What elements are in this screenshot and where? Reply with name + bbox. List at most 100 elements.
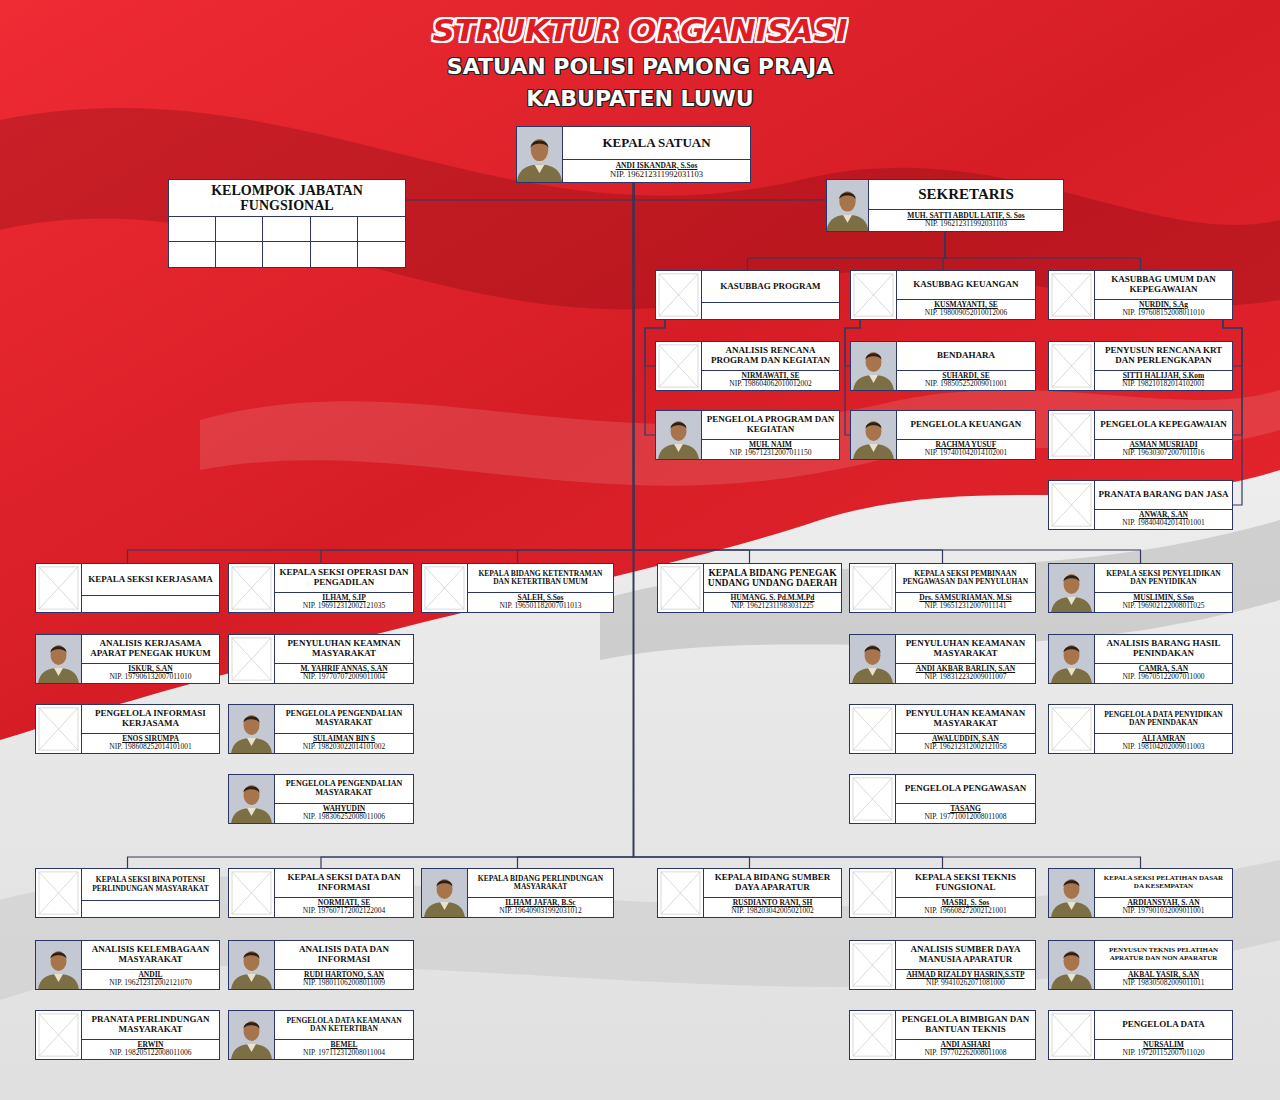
position-title: KEPALA SEKSI OPERASI DAN PENGADILAN bbox=[278, 568, 410, 587]
position-box: KEPALA SEKSI OPERASI DAN PENGADILANILHAM… bbox=[228, 563, 414, 613]
portrait-photo bbox=[827, 180, 868, 231]
position-box: ANALISIS BARANG HASIL PENINDAKANCAMRA, S… bbox=[1048, 634, 1233, 684]
photo-placeholder bbox=[658, 869, 703, 917]
position-box: PENGELOLA BIMBIGAN DAN BANTUAN TEKNISAND… bbox=[849, 1010, 1036, 1060]
position-box: PENGELOLA PROGRAM DAN KEGIATANMUH. NAIMN… bbox=[655, 410, 840, 460]
position-title: PENGELOLA PENGENDALIAN MASYARAKAT bbox=[278, 780, 410, 797]
position-title: KASUBBAG UMUM DAN KEPEGAWAIAN bbox=[1098, 275, 1229, 294]
position-box: KEPALA SEKSI PENYELIDIKAN DAN PENYIDIKAN… bbox=[1048, 563, 1233, 613]
nip-number: NIP. 198312232009011007 bbox=[898, 673, 1033, 682]
nip-number: NIP. 196902122008011025 bbox=[1097, 602, 1230, 611]
person-name: ANDI ASHARI bbox=[898, 1041, 1033, 1050]
position-box: KEPALA SEKSI BINA POTENSI PERLINDUNGAN M… bbox=[35, 868, 220, 918]
portrait-photo bbox=[229, 705, 274, 753]
person-name: SUHARDI, SE bbox=[899, 372, 1033, 381]
nip-number: NIP. 198305082009011011 bbox=[1097, 979, 1230, 988]
position-title: KASUBBAG KEUANGAN bbox=[913, 280, 1018, 290]
position-title: KEPALA SEKSI PELATIHAN DASAR DA KESEMPAT… bbox=[1098, 875, 1229, 890]
nip-number: NIP. 198011062008011009 bbox=[277, 979, 411, 988]
position-title: KASUBBAG PROGRAM bbox=[720, 282, 820, 292]
position-box: PENYUSUN RENCANA KRT DAN PERLENGKAPANSIT… bbox=[1048, 341, 1233, 391]
position-title: KEPALA BIDANG PENEGAK UNDANG UNDANG DAER… bbox=[707, 568, 838, 589]
position-title: KEPALA BIDANG KETENTRAMAN DAN KETERTIBAN… bbox=[471, 570, 610, 586]
person-name: NORMIATI, SE bbox=[277, 899, 411, 908]
nip-number: NIP. 197401042014102001 bbox=[899, 449, 1033, 458]
photo-placeholder bbox=[36, 705, 81, 753]
position-box: KEPALA SEKSI TEKNIS FUNGSIONALMASRI, S. … bbox=[849, 868, 1036, 918]
photo-placeholder bbox=[229, 564, 274, 612]
portrait-photo bbox=[1049, 941, 1094, 989]
position-box: ANALISIS KELEMBAGAAN MASYARAKATANDILNIP.… bbox=[35, 940, 220, 990]
nip-number: NIP. 197608152008011010 bbox=[1097, 309, 1230, 318]
person-name: SULAIMAN BIN S bbox=[277, 735, 411, 744]
nip-number: NIP. 198306252008011006 bbox=[277, 813, 411, 822]
group-box: KELOMPOK JABATAN FUNGSIONAL bbox=[168, 179, 406, 268]
position-title: PENGELOLA PENGENDALIAN MASYARAKAT bbox=[278, 710, 410, 727]
nip-number: NIP. 196501182007011013 bbox=[470, 602, 611, 611]
portrait-photo bbox=[1049, 635, 1094, 683]
person-name: RACHMA YUSUF bbox=[899, 441, 1033, 450]
photo-placeholder bbox=[1049, 705, 1094, 753]
person-name: NURSALIM bbox=[1097, 1041, 1230, 1050]
photo-placeholder bbox=[658, 564, 703, 612]
org-connector bbox=[945, 232, 1141, 270]
subtitle: SATUAN POLISI PAMONG PRAJA bbox=[0, 54, 1280, 79]
person-name: Drs. SAMSURIAMAN. M.Si bbox=[898, 594, 1033, 603]
nip-number: NIP. 198604062010012002 bbox=[704, 380, 837, 389]
photo-placeholder bbox=[656, 342, 701, 390]
person-name: SALEH, S.Sos bbox=[470, 594, 611, 603]
portrait-photo bbox=[229, 941, 274, 989]
position-box: ANALISIS DATA DAN INFORMASIRUDI HARTONO,… bbox=[228, 940, 414, 990]
nip-number: NIP. 197607172002122004 bbox=[277, 907, 411, 916]
portrait-photo bbox=[229, 775, 274, 823]
position-box: KEPALA BIDANG KETENTRAMAN DAN KETERTIBAN… bbox=[421, 563, 614, 613]
person-name: MASRI, S. Sos bbox=[898, 899, 1033, 908]
photo-placeholder bbox=[1049, 342, 1094, 390]
person-name: ASMAN MUSRIADI bbox=[1097, 441, 1230, 450]
position-title: PENYULUHAN KEAMANAN MASYARAKAT bbox=[899, 709, 1032, 728]
position-title: PENYUSUN RENCANA KRT DAN PERLENGKAPAN bbox=[1098, 346, 1229, 365]
position-box: BENDAHARASUHARDI, SENIP. 198505252009011… bbox=[850, 341, 1036, 391]
position-box: PENGELOLA DATA KEAMANAN DAN KETERTIBAN BE… bbox=[228, 1010, 414, 1060]
org-connector bbox=[321, 183, 634, 868]
chart-title: STRUKTUR ORGANISASI bbox=[0, 12, 1280, 48]
position-title: PENGELOLA DATA bbox=[1122, 1020, 1204, 1030]
position-title: ANALISIS DATA DAN INFORMASI bbox=[278, 945, 410, 964]
position-title: ANALISIS KERJASAMA APARAT PENEGAK HUKUM bbox=[85, 639, 216, 658]
photo-placeholder bbox=[656, 271, 701, 319]
position-title: KEPALA SEKSI DATA DAN INFORMASI bbox=[278, 873, 410, 892]
person-name: RUSDIANTO RANI, SH bbox=[706, 899, 839, 908]
position-title: PENGELOLA DATA KEAMANAN DAN KETERTIBAN bbox=[278, 1017, 410, 1033]
position-box: PENGELOLA KEUANGANRACHMA YUSUFNIP. 19740… bbox=[850, 410, 1036, 460]
person-name: ARDIANSYAH, S. AN bbox=[1097, 899, 1230, 908]
org-connector bbox=[634, 183, 1141, 563]
person-name: ILHAM JAFAR, B.Sc bbox=[470, 899, 611, 908]
photo-placeholder bbox=[850, 564, 895, 612]
nip-number: NIP. 198203042005021002 bbox=[706, 907, 839, 916]
nip-number: NIP. 197201152007011020 bbox=[1097, 1049, 1230, 1058]
nip-number: NIP. 198009052010012006 bbox=[899, 309, 1033, 318]
position-title: ANALISIS SUMBER DAYA MANUSIA APARATUR bbox=[899, 945, 1032, 964]
portrait-photo bbox=[229, 1011, 274, 1059]
person-name: NIRMAWATI, SE bbox=[704, 372, 837, 381]
person-name: KUSMAYANTI, SE bbox=[899, 301, 1033, 310]
position-title: PRANATA PERLINDUNGAN MASYARAKAT bbox=[85, 1015, 216, 1034]
photo-placeholder bbox=[850, 705, 895, 753]
position-title: KEPALA SEKSI KERJASAMA bbox=[88, 575, 212, 585]
person-name: BEMEL bbox=[277, 1041, 411, 1050]
position-title: ANALISIS BARANG HASIL PENINDAKAN bbox=[1098, 639, 1229, 658]
person-name: ENOS SIRUMPA bbox=[84, 735, 217, 744]
nip-number: NIP. 196512312007011141 bbox=[898, 602, 1033, 611]
org-connector bbox=[634, 183, 1141, 868]
person-name: ANDIL bbox=[84, 971, 217, 980]
subtitle: KABUPATEN LUWU bbox=[0, 86, 1280, 111]
person-name: WAHYUDIN bbox=[277, 805, 411, 814]
group-title: KELOMPOK JABATAN FUNGSIONAL bbox=[173, 183, 401, 213]
nip-number: NIP. 198205122008011006 bbox=[84, 1049, 217, 1058]
position-title: KEPALA SEKSI PENYELIDIKAN DAN PENYIDIKAN bbox=[1098, 570, 1229, 586]
org-connector bbox=[748, 232, 946, 270]
position-title: KEPALA BIDANG PERLINDUNGAN MASYARAKAT bbox=[471, 875, 610, 891]
position-box: PENYUSUN TEKNIS PELATIHAN APRATUR DAN NO… bbox=[1048, 940, 1233, 990]
position-title: KEPALA SEKSI PEMBINAAN PENGAWASAN DAN PE… bbox=[899, 570, 1032, 586]
nip-number: NIP. 198210182014102001 bbox=[1097, 380, 1230, 389]
